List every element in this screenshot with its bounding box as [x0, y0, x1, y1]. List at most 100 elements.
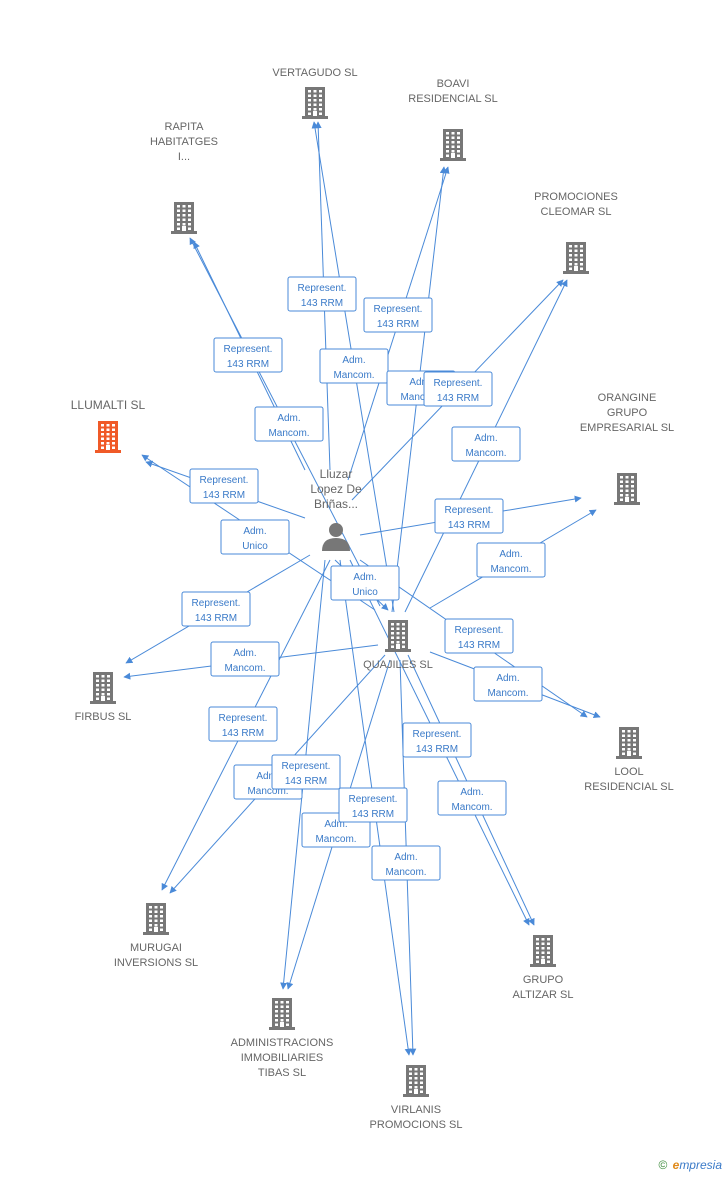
edge-label-person-firbus[interactable]: Represent.143 RRM	[181, 591, 251, 627]
edge-label-person-rapita[interactable]: Represent.143 RRM	[213, 337, 283, 373]
person-label: Lopez De	[310, 482, 362, 496]
company-label: LOOL	[614, 766, 643, 778]
edge-label-text: Mancom.	[224, 663, 265, 674]
edge-label-text: 143 RRM	[437, 393, 479, 404]
edge-label-person-quajiles[interactable]: Adm.Unico	[330, 565, 400, 601]
edge-label-text: Represent.	[219, 713, 268, 724]
edge-label-person-tibas[interactable]: Represent. 143 RRM	[271, 754, 341, 790]
company-node-altizar[interactable]: GRUPO ALTIZAR SL	[513, 935, 574, 1001]
edge-label-text: 143 RRM	[203, 490, 245, 501]
edge-label-box	[476, 542, 546, 578]
edge-label-person-llumalti[interactable]: Represent.143 RRM	[189, 468, 259, 504]
edge-label-text: 143 RRM	[416, 744, 458, 755]
company-node-tibas[interactable]: ADMINISTRACIONS IMMOBILIARIES TIBAS SL	[231, 998, 334, 1079]
edge-label-text: Represent.	[445, 505, 494, 516]
company-node-vertagudo[interactable]: VERTAGUDO SL	[272, 67, 358, 119]
edge-label-person-lool[interactable]: Represent.143 RRM	[444, 618, 514, 654]
edge-label-box	[181, 591, 251, 627]
edge-label-quajiles-cleomar[interactable]: Adm. Mancom.	[451, 426, 521, 462]
edge-label-text: Adm.	[409, 377, 432, 388]
edge-label-box	[208, 706, 278, 742]
edge-label-text: Represent.	[413, 729, 462, 740]
edge-label-person-cleomar[interactable]: Represent. 143 RRM	[423, 371, 493, 407]
edge-label-person-altizar[interactable]: Represent. 143 RRM	[402, 722, 472, 758]
edge-label-person-murugai[interactable]: Represent.143 RRM	[208, 706, 278, 742]
edge-label-person-boavi[interactable]: Represent.143 RRM	[363, 297, 433, 333]
edge-label-box	[451, 426, 521, 462]
edge-label-text: Mancom.	[385, 867, 426, 878]
edge-label-person-orangine[interactable]: Represent.143 RRM	[434, 498, 504, 534]
copyright-symbol: ©	[658, 1158, 668, 1172]
edge-label-quajiles-rapita[interactable]: Adm. Mancom.	[254, 406, 324, 442]
company-node-quajiles[interactable]: QUAJILES SL	[363, 620, 433, 671]
building-icon	[90, 672, 116, 704]
company-label: PROMOCIONS SL	[370, 1119, 463, 1131]
edge-label-box	[363, 297, 433, 333]
edge-label-text: Adm.	[353, 572, 376, 583]
company-node-rapita[interactable]: RAPITAHABITATGESI...	[150, 121, 218, 234]
company-node-firbus[interactable]: FIRBUS SL	[75, 672, 132, 723]
edge-label-text: Mancom.	[490, 564, 531, 575]
edge-label-text: Adm.	[496, 673, 519, 684]
edge-label-box	[287, 276, 357, 312]
edge-label-text: Adm.	[474, 433, 497, 444]
company-label: QUAJILES SL	[363, 659, 433, 671]
edge-label-text: Adm.	[277, 413, 300, 424]
edge-label-person-virlanis[interactable]: Represent.143 RRM	[338, 787, 408, 823]
edge-label-text: Represent.	[192, 598, 241, 609]
edge-label-box	[254, 406, 324, 442]
edge-label-person-vertagudo[interactable]: Represent.143 RRM	[287, 276, 357, 312]
edge-label-text: Adm.	[324, 819, 347, 830]
edge-label-quajiles-lool[interactable]: Adm. Mancom.	[473, 666, 543, 702]
company-label: GRUPO	[523, 974, 564, 986]
edge-label-quajiles-altizar[interactable]: Adm.Mancom.	[437, 780, 507, 816]
edge-label-box	[473, 666, 543, 702]
company-label: EMPRESARIAL SL	[580, 422, 674, 434]
building-icon	[614, 473, 640, 505]
edge-label-text: Mancom.	[487, 688, 528, 699]
edge-label-quajiles-firbus[interactable]: Adm.Mancom.	[210, 641, 280, 677]
edge-label-text: Mancom.	[268, 428, 309, 439]
company-label: LLUMALTI SL	[71, 398, 146, 412]
building-icon	[530, 935, 556, 967]
company-label: PROMOCIONES	[534, 191, 618, 203]
building-icon	[269, 998, 295, 1030]
company-label: FIRBUS SL	[75, 711, 132, 723]
building-icon	[143, 903, 169, 935]
building-icon	[302, 87, 328, 119]
edge-label-box	[189, 468, 259, 504]
edge-label-quajiles-llumalti[interactable]: Adm.Unico	[220, 519, 290, 555]
edge-label-text: Mancom.	[400, 392, 441, 403]
edge-label-text: 143 RRM	[377, 319, 419, 330]
edge-label-box	[434, 498, 504, 534]
edge-label-quajiles-vertagudo[interactable]: Adm.Mancom.	[319, 348, 389, 384]
company-label: ALTIZAR SL	[513, 989, 574, 1001]
edge-label-box	[330, 565, 400, 601]
edge-label-text: Adm.	[256, 771, 279, 782]
edge-label-quajiles-orangine[interactable]: Adm.Mancom.	[476, 542, 546, 578]
edge-label-text: 143 RRM	[285, 776, 327, 787]
edge-label-text: Mancom.	[465, 448, 506, 459]
company-label: IMMOBILIARIES	[241, 1052, 324, 1064]
edge-label-box	[338, 787, 408, 823]
brand-e: e	[672, 1158, 680, 1172]
company-label: HABITATGES	[150, 136, 218, 148]
company-label: ADMINISTRACIONS	[231, 1037, 334, 1049]
edge-label-text: Represent.	[282, 761, 331, 772]
edge-label-text: Represent.	[434, 378, 483, 389]
company-node-llumalti[interactable]: LLUMALTI SL	[71, 398, 146, 453]
edge-label-text: Adm.	[342, 355, 365, 366]
edge-label-quajiles-virlanis[interactable]: Adm.Mancom.	[371, 845, 441, 881]
company-label: TIBAS SL	[258, 1067, 306, 1079]
building-icon	[171, 202, 197, 234]
edge-label-box	[319, 348, 389, 384]
building-icon	[403, 1065, 429, 1097]
